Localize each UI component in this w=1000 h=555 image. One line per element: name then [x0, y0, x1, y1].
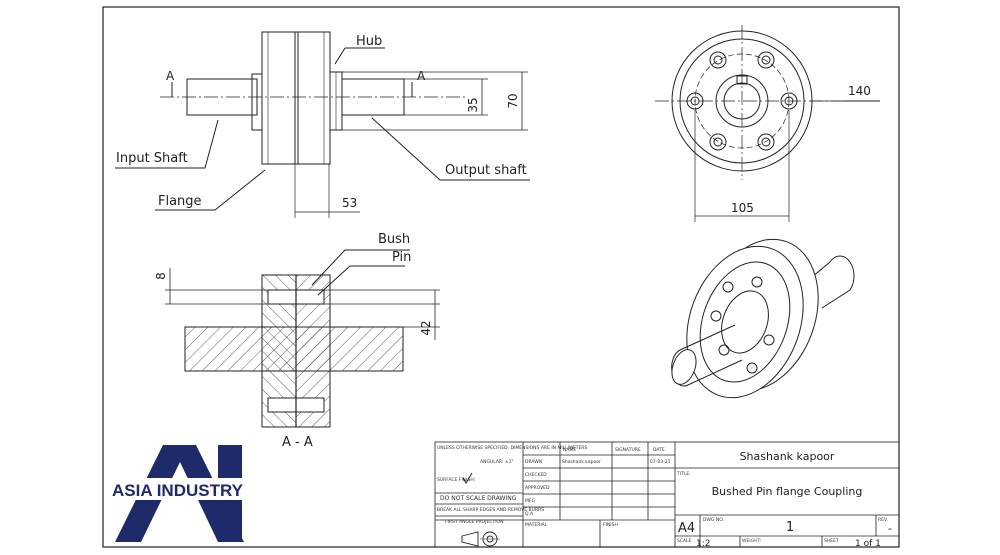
tb-do-not-scale: DO NOT SCALE DRAWING — [440, 495, 517, 502]
dim-35: 35 — [466, 97, 480, 112]
tb-material: MATERIAL — [525, 522, 548, 528]
tb-surface-finish: SURFACE FINISH: — [437, 477, 475, 483]
tb-row-drawn: DRAWN — [525, 459, 542, 465]
tb-scale-label: SCALE — [677, 538, 692, 544]
tb-weight-label: WEIGHT: — [742, 538, 761, 544]
tb-author: Shashank kapoor — [740, 450, 835, 463]
tb-dwg-no-label: DWG NO. — [703, 517, 724, 523]
tb-drawn-name: Shashank kapoor — [562, 459, 601, 465]
tb-drawn-date: 07-03-21 — [650, 459, 671, 465]
tb-rev-label: REV. — [878, 517, 888, 523]
projection-symbol-icon — [461, 531, 500, 547]
isometric-view — [671, 238, 855, 399]
label-hub: Hub — [356, 34, 382, 49]
tb-projection: FIRST ANGLE PROJECTION — [445, 519, 503, 525]
dim-70: 70 — [506, 93, 520, 108]
dim-42: 42 — [419, 320, 433, 335]
tb-sheet: 1 of 1 — [855, 539, 881, 549]
tb-notes: UNLESS OTHERWISE SPECIFIED: DIMENSIONS A… — [437, 445, 587, 451]
dim-8: 8 — [154, 272, 168, 280]
label-output-shaft: Output shaft — [445, 163, 527, 178]
tb-angular: ANGULAR: ±1° — [480, 459, 514, 465]
dim-140: 140 — [848, 84, 871, 98]
asia-industry-logo — [108, 445, 256, 542]
label-section-a-left: A — [166, 69, 175, 83]
title-block — [434, 441, 900, 548]
dim-105: 105 — [731, 201, 754, 215]
tb-title-label: TITLE: — [676, 471, 691, 477]
tb-row-qa: Q.A — [525, 511, 534, 517]
tb-dwg-no: 1 — [786, 520, 794, 535]
label-flange: Flange — [158, 194, 202, 209]
tb-rev: - — [888, 522, 892, 535]
tb-size: A4 — [678, 521, 695, 536]
label-bush: Bush — [378, 232, 410, 247]
tb-sheet-label: SHEET — [824, 538, 839, 544]
tb-col-name: NAME — [563, 447, 576, 453]
tb-row-checked: CHECKED — [525, 472, 547, 478]
side-view — [655, 25, 880, 222]
tb-row-approved: APPROVED — [525, 485, 550, 491]
logo-text: ASIA INDUSTRY — [112, 481, 244, 500]
tb-scale: 1:2 — [696, 539, 710, 549]
label-input-shaft: Input Shaft — [116, 151, 188, 166]
tb-break-edges: BREAK ALL SHARP EDGES AND REMOVE BURRS — [437, 507, 544, 513]
front-view — [115, 31, 530, 218]
surface-finish-icon — [462, 472, 473, 484]
label-section-a-right: A — [417, 69, 426, 83]
section-title: A - A — [282, 435, 313, 450]
tb-finish: FINISH — [603, 522, 618, 528]
tb-col-date: DATE — [653, 447, 665, 453]
dim-53: 53 — [342, 196, 357, 210]
tb-row-mfg: MFG — [525, 498, 535, 504]
section-view — [165, 249, 440, 428]
tb-col-signature: SIGNATURE — [615, 447, 641, 453]
label-pin: Pin — [392, 250, 411, 265]
tb-title: Bushed Pin flange Coupling — [712, 485, 863, 498]
